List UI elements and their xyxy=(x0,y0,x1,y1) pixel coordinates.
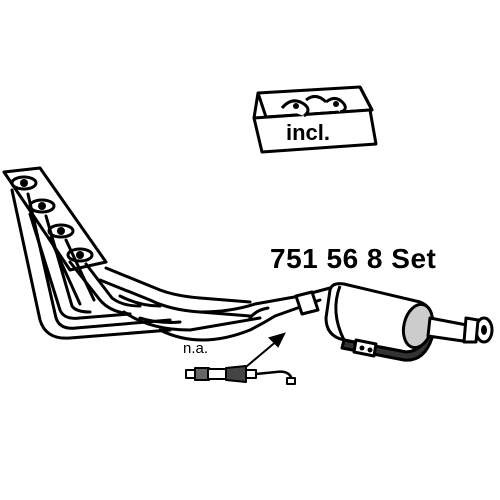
sensor-not-included-label: n.a. xyxy=(183,340,209,357)
mounting-kit-box-icon xyxy=(252,85,378,154)
down-pipe-icon xyxy=(158,286,332,342)
part-number-label: 751 56 8 Set xyxy=(270,243,437,274)
outlet-pipe-icon xyxy=(426,316,494,344)
kit-included-label: incl. xyxy=(286,120,331,145)
catalytic-converter-icon xyxy=(324,282,435,362)
lambda-sensor-icon xyxy=(185,365,296,385)
manifold-flange-icon xyxy=(2,166,108,272)
